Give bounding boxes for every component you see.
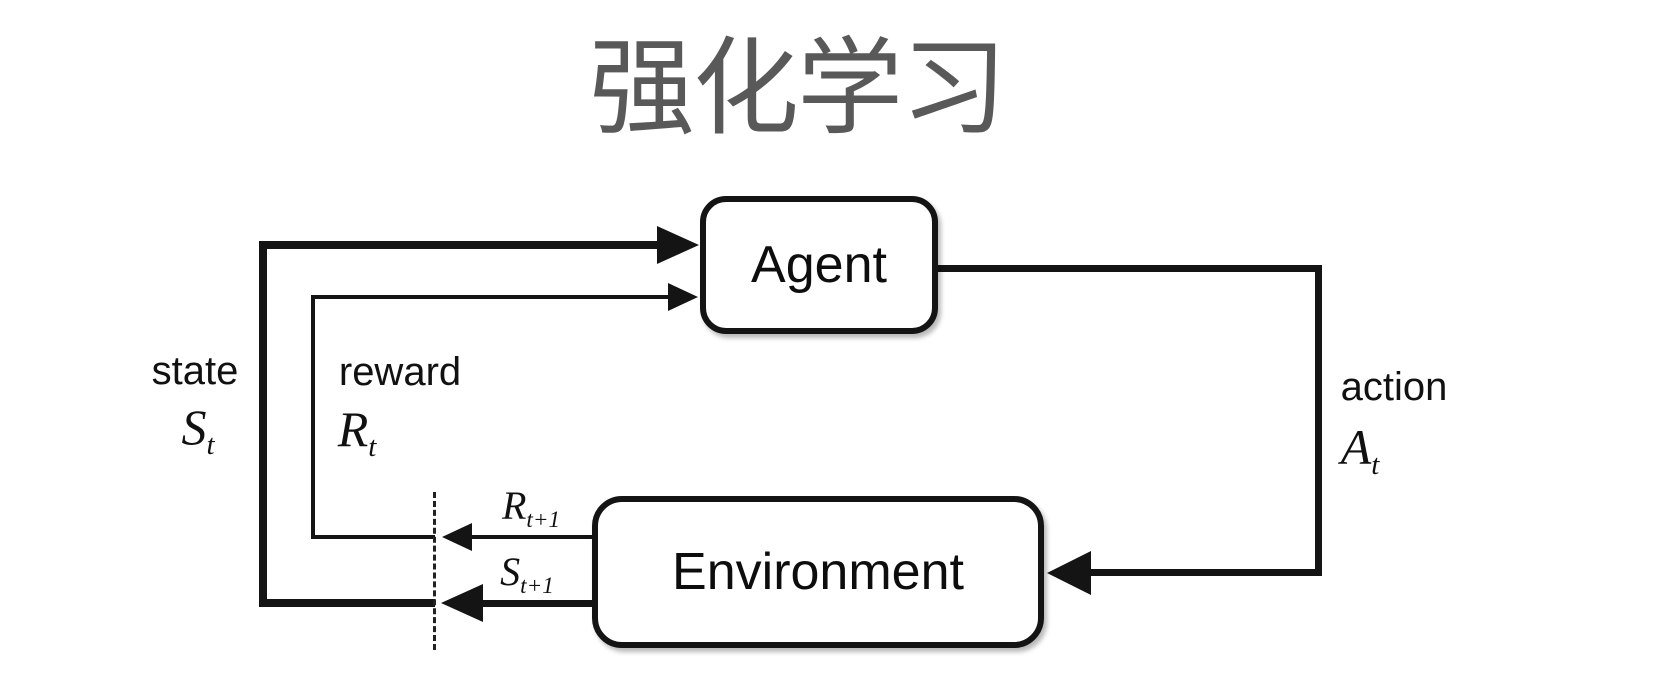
next-reward-symbol: Rt+1 [501, 483, 561, 534]
next-reward-line-from-environment [470, 535, 594, 539]
state-word-label: state [151, 349, 239, 393]
environment-node-label: Environment [672, 543, 964, 601]
state-line-top [259, 241, 663, 249]
action-arrowhead-into-environment [1047, 551, 1091, 595]
action-line-top [930, 265, 1322, 272]
next-state-symbol: St+1 [500, 549, 554, 600]
state-symbol: St [181, 399, 215, 462]
action-symbol: At [1340, 419, 1380, 482]
agent-node-label: Agent [751, 236, 887, 294]
agent-node: Agent [700, 196, 938, 334]
reward-symbol: Rt [337, 401, 377, 464]
action-line-vertical [1315, 265, 1322, 576]
action-word-label: action [1340, 365, 1448, 409]
reward-line-bottom [311, 535, 435, 539]
state-arrowhead-into-agent [657, 226, 699, 264]
reward-word-label: reward [338, 350, 462, 394]
next-state-arrowhead [441, 584, 483, 622]
state-line-vertical [259, 241, 267, 607]
reward-line-top [311, 295, 671, 299]
time-boundary-dashed-line [433, 492, 436, 650]
reward-arrowhead-into-agent [668, 283, 698, 311]
next-reward-arrowhead [442, 523, 472, 551]
environment-node: Environment [592, 496, 1044, 648]
diagram-title: 强化学习 [589, 30, 1007, 148]
action-line-bottom [1089, 569, 1322, 576]
reward-line-vertical [311, 295, 315, 539]
next-state-line-from-environment [479, 600, 594, 607]
state-line-bottom [259, 599, 435, 607]
